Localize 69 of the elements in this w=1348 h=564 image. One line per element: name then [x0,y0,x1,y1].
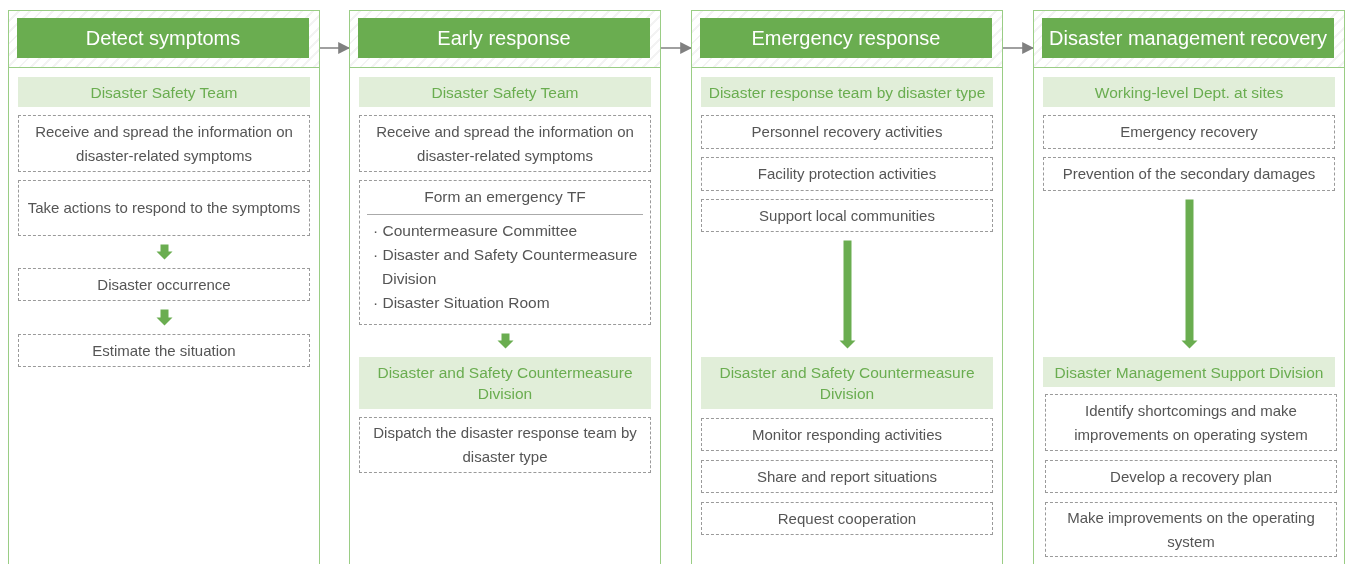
column-title: Detect symptoms [17,18,309,58]
task-text: Make improvements on the operating system [1066,507,1316,552]
task-box [701,418,993,451]
task-box [1045,394,1337,451]
team-name: Working-level Dept. at sites [1093,82,1285,103]
down-arrow [156,244,173,260]
task-box [359,180,651,325]
down-arrow [839,240,856,349]
team-name: Disaster Safety Team [89,82,239,103]
task-text: Facility protection activities [756,164,938,184]
column-title: Emergency response [700,18,992,58]
task-box [1045,502,1337,557]
column-panel [1033,10,1345,564]
team-band [18,77,310,107]
task-text: Develop a recovery plan [1109,466,1273,487]
task-text: Prevention of the secondary damages [1061,164,1317,184]
task-box [1043,157,1335,191]
team-name: Disaster Safety Team [430,82,580,103]
task-text: Receive and spread the information on disaster-related symptoms [34,121,294,166]
task-box [18,334,310,367]
task-text: Dispatch the disaster response team by disaster type [372,423,638,467]
team-band [1043,357,1335,387]
task-box [1045,460,1337,493]
team-band [1043,77,1335,107]
team-name: Disaster Management Support Division [1053,362,1325,383]
team-band [701,77,993,107]
task-text: Emergency recovery [1119,122,1259,142]
task-box [1043,115,1335,149]
down-arrow [497,333,514,349]
arrow [1002,42,1035,54]
column-panel [349,10,661,564]
down-arrow [156,309,173,326]
column-panel [8,10,320,564]
down-arrow [1181,199,1198,349]
team-name: Disaster and Safety Countermeasure Division [718,363,976,404]
task-box [701,157,993,191]
task-box [18,115,310,172]
list-item: · Countermeasure Committee [372,221,579,241]
team-name: Disaster and Safety Countermeasure Division [376,363,634,404]
column-title: Disaster management recovery [1042,18,1334,58]
task-text: Request cooperation [776,508,918,529]
task-text: Estimate the situation [91,340,237,361]
list-item: · Disaster and Safety Countermeasure Division [372,245,639,289]
task-box [701,460,993,493]
team-band [359,77,651,107]
task-box [18,268,310,301]
task-text: Receive and spread the information on disaster-related symptoms [375,121,635,166]
task-box [701,502,993,535]
list-item: · Disaster Situation Room [372,293,551,313]
task-text: Monitor responding activities [750,424,944,445]
task-text: Support local communities [758,205,936,226]
task-box [359,115,651,172]
team-band [701,357,993,409]
task-text: Disaster occurrence [96,274,232,295]
task-box [359,417,651,473]
task-text: Personnel recovery activities [750,122,944,142]
task-box [701,115,993,149]
task-heading: Form an emergency TF [423,187,587,207]
task-text: Take actions to respond to the symptoms [26,198,302,218]
arrow [660,42,693,54]
arrow [319,42,351,54]
task-text: Share and report situations [755,466,939,487]
team-name: Disaster response team by disaster type [707,82,987,103]
task-box [18,180,310,236]
column-title: Early response [358,18,650,58]
column-panel [691,10,1003,564]
team-band [359,357,651,409]
task-box [701,199,993,232]
task-text: Identify shortcomings and make improvements on operating system [1073,400,1309,445]
